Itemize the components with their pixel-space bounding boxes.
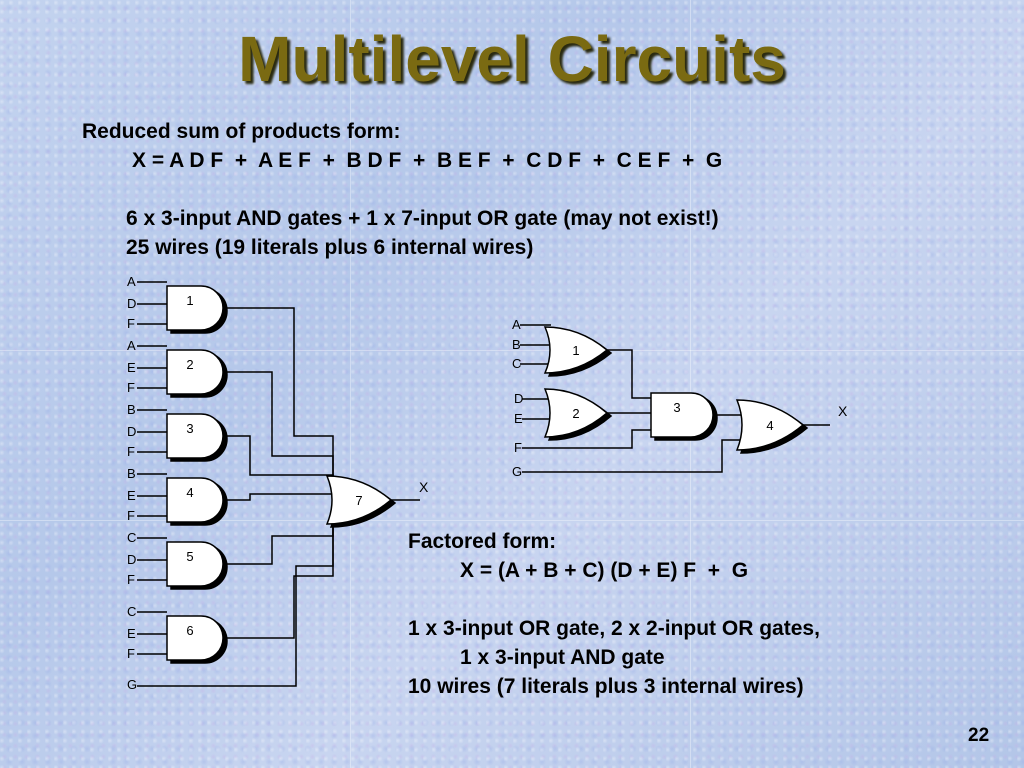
left-input-e-label: E (127, 360, 136, 375)
left-input-c-label: C (127, 530, 136, 545)
left-input-b-label: B (127, 466, 136, 481)
page-number: 22 (968, 725, 990, 746)
and-gate-3 (166, 413, 224, 459)
left-input-d-label: D (127, 552, 136, 567)
left-input-d-label: D (127, 424, 136, 439)
f-to-and3-wire (522, 429, 651, 449)
and-gate-6-number: 6 (186, 623, 193, 638)
or-gate-1-number: 1 (572, 343, 579, 358)
and-to-or-wire (223, 435, 337, 497)
left-output-x-label: X (419, 479, 429, 495)
right-output-x-label: X (838, 403, 848, 419)
right-input-d-label: D (514, 391, 523, 406)
or-gate-2 (543, 388, 609, 438)
right-input-g-label: G (512, 464, 522, 479)
and-to-or-wire (223, 371, 337, 490)
and-gate-1-number: 1 (186, 293, 193, 308)
right-input-e-label: E (514, 411, 523, 426)
and-to-or-wire (223, 516, 337, 639)
left-input-e-label: E (127, 626, 136, 641)
left-input-a-label: A (127, 274, 136, 289)
and-gate-2-number: 2 (186, 357, 193, 372)
factored-gate-count-1: 1 x 3-input OR gate, 2 x 2-input OR gate… (408, 617, 820, 640)
left-input-f-label: F (127, 508, 135, 523)
left-input-e-label: E (127, 488, 136, 503)
left-input-c-label: C (127, 604, 136, 619)
and-gate-4 (166, 477, 224, 523)
slide-title: Multilevel Circuits (238, 23, 786, 95)
or-gate-1 (543, 326, 609, 374)
left-input-f-label: F (127, 444, 135, 459)
left-input-f-label: F (127, 380, 135, 395)
g-to-or4-wire (522, 439, 745, 473)
left-input-d-label: D (127, 296, 136, 311)
left-input-f-label: F (127, 646, 135, 661)
right-input-c-label: C (512, 356, 521, 371)
and-gate-2 (166, 349, 224, 395)
and-gate-4-number: 4 (186, 485, 193, 500)
factored-heading: Factored form: (408, 530, 557, 553)
factored-wire-count: 10 wires (7 literals plus 3 internal wir… (408, 675, 804, 698)
or-gate-7 (325, 475, 393, 525)
or1-to-and3-wire (607, 349, 651, 399)
and-to-or-wire (223, 509, 337, 565)
left-input-g-label: G (127, 677, 137, 692)
and-gate-5 (166, 541, 224, 587)
right-input-a-label: A (512, 317, 521, 332)
sop-wire-count: 25 wires (19 literals plus 6 internal wi… (126, 236, 534, 259)
or-gate-2-number: 2 (572, 406, 579, 421)
and-gate-3-number: 3 (673, 400, 680, 415)
left-input-f-label: F (127, 316, 135, 331)
or-gate-4-number: 4 (766, 418, 773, 433)
factored-equation: X = (A + B + C) (D + E) F + G (460, 559, 749, 582)
left-input-b-label: B (127, 402, 136, 417)
and-gate-5-number: 5 (186, 549, 193, 564)
and-gate-6 (166, 615, 224, 661)
left-input-f-label: F (127, 572, 135, 587)
right-input-b-label: B (512, 337, 521, 352)
sop-heading: Reduced sum of products form: (82, 120, 401, 143)
and-gate-3 (650, 392, 714, 438)
sop-equation: X = A D F + A E F + B D F + B E F + C D … (132, 149, 723, 172)
and-to-or-wire (223, 493, 337, 504)
sop-gate-count: 6 x 3-input AND gates + 1 x 7-input OR g… (126, 207, 719, 230)
or-gate-4 (735, 399, 805, 451)
left-input-a-label: A (127, 338, 136, 353)
or-gate-7-number: 7 (355, 493, 362, 508)
and-gate-1 (166, 285, 224, 331)
right-input-f-label: F (514, 440, 522, 455)
and-gate-3-number: 3 (186, 421, 193, 436)
factored-gate-count-2: 1 x 3-input AND gate (460, 646, 665, 669)
